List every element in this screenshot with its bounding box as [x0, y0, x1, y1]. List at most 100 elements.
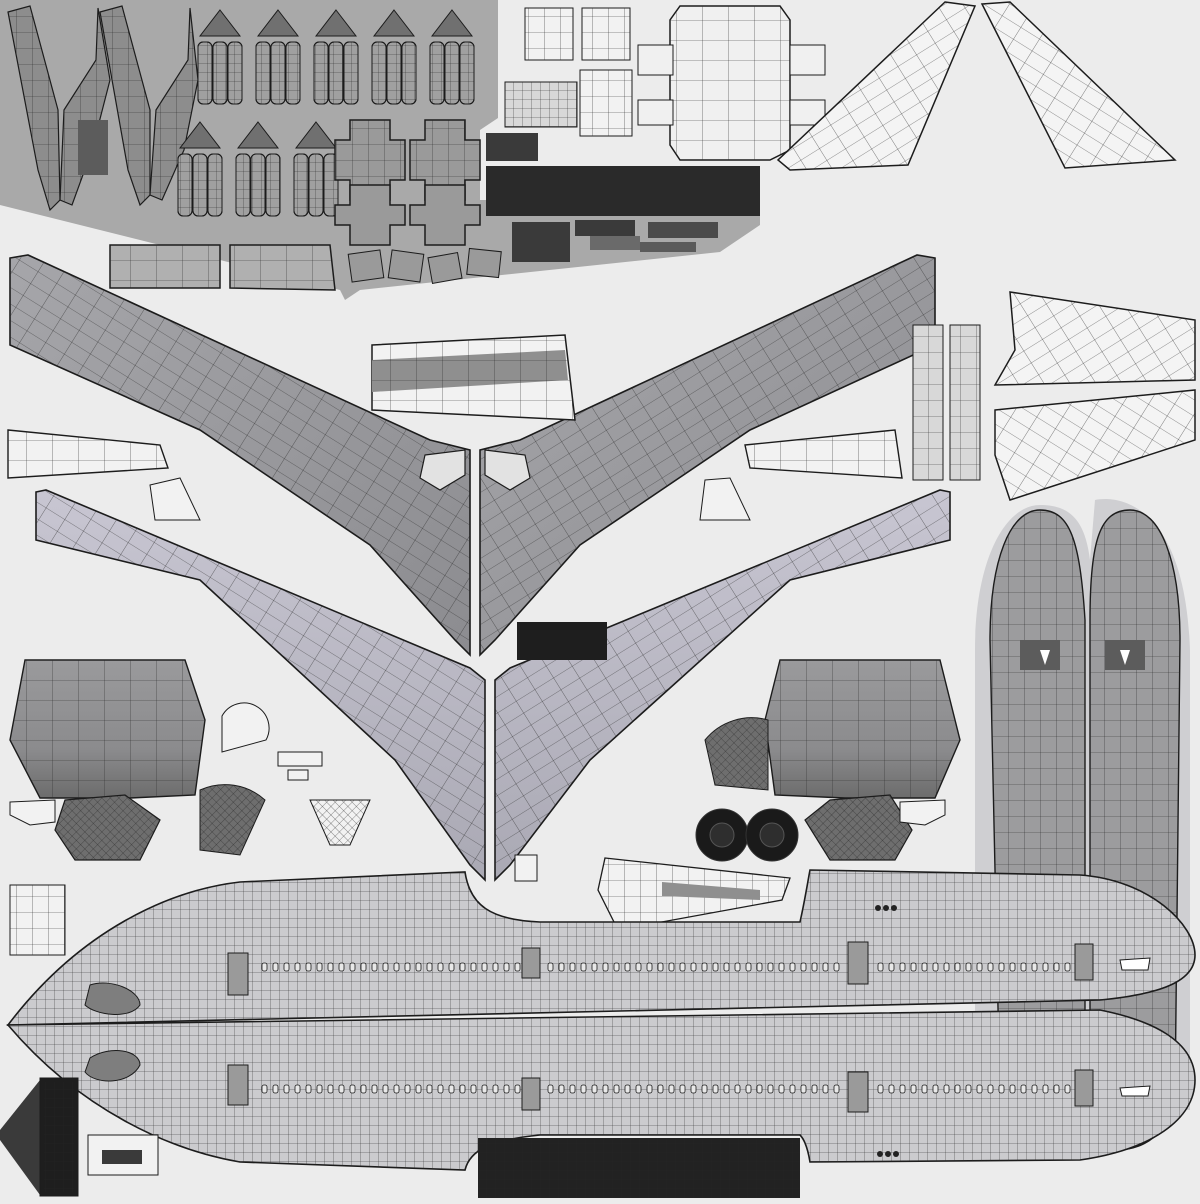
cabin-window: [701, 1084, 708, 1094]
cabin-window: [789, 962, 796, 972]
cabin-window: [349, 962, 356, 972]
cabin-window: [459, 1084, 466, 1094]
cabin-window: [756, 962, 763, 972]
landing-gear-parts: [0, 0, 760, 300]
engine-pylon-detail: [517, 622, 607, 660]
cabin-window: [470, 1084, 477, 1094]
cabin-window: [910, 962, 917, 972]
gear-cross-panels: [334, 119, 538, 246]
cabin-window: [294, 1084, 301, 1094]
cabin-window: [756, 1084, 763, 1094]
cabin-window: [943, 1084, 950, 1094]
gear-strut-pod: [371, 9, 417, 105]
vertical-stabilizer-left: [776, 1, 977, 171]
cabin-window: [778, 1084, 785, 1094]
cabin-window: [778, 962, 785, 972]
cabin-window: [734, 962, 741, 972]
cabin-window: [349, 1084, 356, 1094]
door-tiles: [347, 247, 502, 284]
cabin-windows: [261, 962, 1071, 1094]
cabin-window: [811, 962, 818, 972]
cabin-window: [800, 962, 807, 972]
cabin-window: [613, 1084, 620, 1094]
cabin-window: [910, 1084, 917, 1094]
cabin-window: [624, 962, 631, 972]
cabin-window: [657, 1084, 664, 1094]
cabin-window: [998, 1084, 1005, 1094]
cabin-window: [921, 1084, 928, 1094]
small-detail-parts: [512, 220, 718, 262]
cabin-window: [965, 1084, 972, 1094]
cabin-window: [976, 962, 983, 972]
cabin-window: [591, 962, 598, 972]
cabin-window: [745, 962, 752, 972]
cabin-window: [261, 1084, 268, 1094]
cabin-window: [1064, 1084, 1071, 1094]
cabin-window: [899, 1084, 906, 1094]
cabin-window: [1064, 962, 1071, 972]
cabin-window: [646, 1084, 653, 1094]
cabin-window: [657, 962, 664, 972]
cabin-window: [998, 962, 1005, 972]
cabin-window: [679, 1084, 686, 1094]
cabin-window: [877, 1084, 884, 1094]
cabin-window: [492, 1084, 499, 1094]
cabin-window: [1020, 962, 1027, 972]
wing-root-cutout-left: [419, 449, 466, 491]
cabin-window: [481, 962, 488, 972]
cabin-window: [404, 1084, 411, 1094]
horizontal-stabilizers: [993, 291, 1196, 501]
cabin-window: [1053, 1084, 1060, 1094]
fuselage-doors: [227, 941, 1094, 1113]
cabin-window: [591, 1084, 598, 1094]
flap-fairing-piece: [597, 857, 791, 931]
gear-strut-pod: [293, 121, 339, 217]
cabin-window: [679, 962, 686, 972]
cabin-window: [272, 962, 279, 972]
gear-strut-pods: [177, 9, 475, 217]
cabin-window: [470, 962, 477, 972]
cabin-window: [888, 1084, 895, 1094]
gear-strut-pod: [429, 9, 475, 105]
cabin-window: [668, 962, 675, 972]
cabin-window: [580, 1084, 587, 1094]
gear-strut-pod: [177, 121, 223, 217]
cabin-window: [558, 962, 565, 972]
cabin-window: [811, 1084, 818, 1094]
fuselage: [6, 854, 1196, 1198]
gear-strut-pod: [255, 9, 301, 105]
winglets: [7, 324, 981, 521]
cabin-window: [613, 962, 620, 972]
cabin-window: [800, 1084, 807, 1094]
cabin-window: [1042, 962, 1049, 972]
cabin-window: [767, 1084, 774, 1094]
cabin-window: [635, 962, 642, 972]
cabin-window: [437, 1084, 444, 1094]
cabin-window: [261, 962, 268, 972]
cabin-window: [371, 962, 378, 972]
cabin-window: [569, 962, 576, 972]
gear-door-pair: [7, 5, 199, 212]
cabin-window: [602, 962, 609, 972]
cabin-window: [954, 1084, 961, 1094]
cabin-window: [767, 962, 774, 972]
right-wing-lower: [494, 489, 951, 882]
cabin-window: [822, 962, 829, 972]
vertical-stabilizer-right: [980, 1, 1177, 169]
cabin-window: [1009, 1084, 1016, 1094]
cabin-window: [888, 962, 895, 972]
cabin-window: [514, 1084, 521, 1094]
cabin-window: [393, 962, 400, 972]
cabin-window: [712, 962, 719, 972]
cabin-window: [1031, 962, 1038, 972]
gear-strut-pod: [235, 121, 281, 217]
cabin-window: [360, 1084, 367, 1094]
cabin-window: [382, 1084, 389, 1094]
cabin-window: [690, 1084, 697, 1094]
cabin-window: [965, 962, 972, 972]
tail-small-parts: [504, 5, 826, 161]
cabin-window: [932, 1084, 939, 1094]
cabin-window: [569, 1084, 576, 1094]
